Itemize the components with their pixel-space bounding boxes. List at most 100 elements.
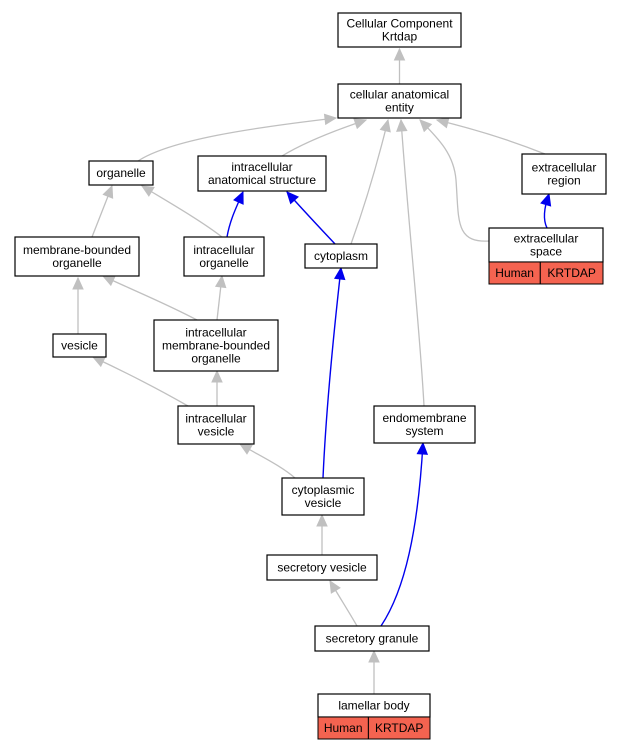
edge-is-a (316, 513, 328, 555)
node-box (314, 625, 430, 652)
edge-arrowhead (72, 276, 84, 290)
edge-arrowhead (286, 191, 299, 205)
node-label: system (405, 424, 443, 438)
edge-line (350, 119, 389, 245)
edge-arrowhead (238, 443, 253, 455)
node-box (281, 477, 365, 516)
edge-line (281, 119, 367, 157)
node-box (52, 333, 107, 358)
node-secretory-granule[interactable]: secretory granule (314, 625, 430, 652)
edge-part-of (540, 192, 552, 229)
edge-arrowhead (540, 192, 552, 207)
edge-is-a (72, 276, 84, 334)
node-box (266, 554, 378, 581)
node-box (521, 153, 607, 195)
node-label: secretory granule (326, 632, 419, 646)
edge-is-a (435, 117, 546, 155)
edge-is-a (211, 369, 223, 406)
node-label: organelle (199, 256, 249, 270)
node-box (373, 405, 476, 444)
node-box (337, 83, 462, 119)
node-label: organelle (52, 256, 102, 270)
node-label: extracellular (532, 161, 597, 175)
node-label: intracellular (231, 160, 292, 174)
edge-line (141, 185, 223, 238)
edge-arrowhead (211, 369, 223, 383)
node-label: cytoplasmic (292, 483, 355, 497)
annotation-badge (367, 716, 431, 740)
node-box (337, 12, 462, 48)
edge-is-a (350, 118, 391, 245)
edge-line (102, 275, 198, 321)
node-box (304, 243, 378, 269)
edge-is-a (281, 118, 368, 157)
node-label: secretory vesicle (277, 561, 367, 575)
edge-line (322, 267, 342, 479)
node-label: Krtdap (382, 30, 418, 44)
edge-arrowhead (329, 579, 341, 594)
edge-arrowhead (435, 117, 450, 129)
node-label: extracellular (514, 232, 579, 246)
node-label: endomembrane (382, 411, 466, 425)
node-box (183, 236, 265, 277)
edge-arrowhead (91, 356, 106, 368)
badge-species: Human (495, 266, 534, 280)
edge-arrowhead (233, 190, 244, 205)
node-cytoplasm[interactable]: cytoplasm (304, 243, 378, 269)
node-secretory-vesicle[interactable]: secretory vesicle (266, 554, 378, 581)
edge-is-a (101, 275, 198, 321)
node-label: vesicle (305, 496, 342, 510)
node-label: organelle (191, 352, 241, 366)
node-label: intracellular (185, 326, 246, 340)
edge-is-a (91, 184, 114, 238)
annotation-badge (539, 261, 604, 285)
node-label: Cellular Component (346, 17, 453, 31)
node-label: organelle (96, 166, 146, 180)
edge-line (137, 117, 337, 162)
node-label: lamellar body (338, 699, 409, 713)
edge-is-a (214, 274, 227, 321)
node-label: intracellular (193, 243, 254, 257)
node-label: anatomical structure (208, 173, 316, 187)
badge-gene: KRTDAP (375, 721, 423, 735)
edge-is-a (137, 113, 338, 162)
edge-arrowhead (102, 184, 114, 199)
edges-layer (72, 47, 552, 694)
edge-arrowhead (333, 266, 346, 281)
edge-arrowhead (214, 274, 227, 289)
node-label: space (530, 245, 562, 259)
edge-arrowhead (393, 47, 406, 61)
node-organelle[interactable]: organelle (88, 160, 154, 186)
badge-species: Human (324, 721, 363, 735)
node-label: cytoplasm (314, 249, 368, 263)
edge-arrowhead (140, 185, 155, 197)
edge-is-a (329, 579, 358, 627)
edge-part-of (286, 191, 336, 245)
edge-part-of (322, 266, 346, 479)
edge-is-a (419, 119, 490, 242)
edge-is-a (140, 185, 223, 238)
edge-arrowhead (101, 275, 116, 287)
node-vesicle[interactable]: vesicle (52, 333, 107, 358)
node-box (14, 236, 140, 277)
node-box (153, 319, 279, 372)
edge-arrowhead (416, 441, 429, 455)
edge-is-a (238, 443, 296, 479)
node-label: vesicle (61, 339, 98, 353)
node-label: region (547, 174, 580, 188)
node-label: intracellular (185, 412, 246, 426)
edge-line (419, 119, 490, 242)
